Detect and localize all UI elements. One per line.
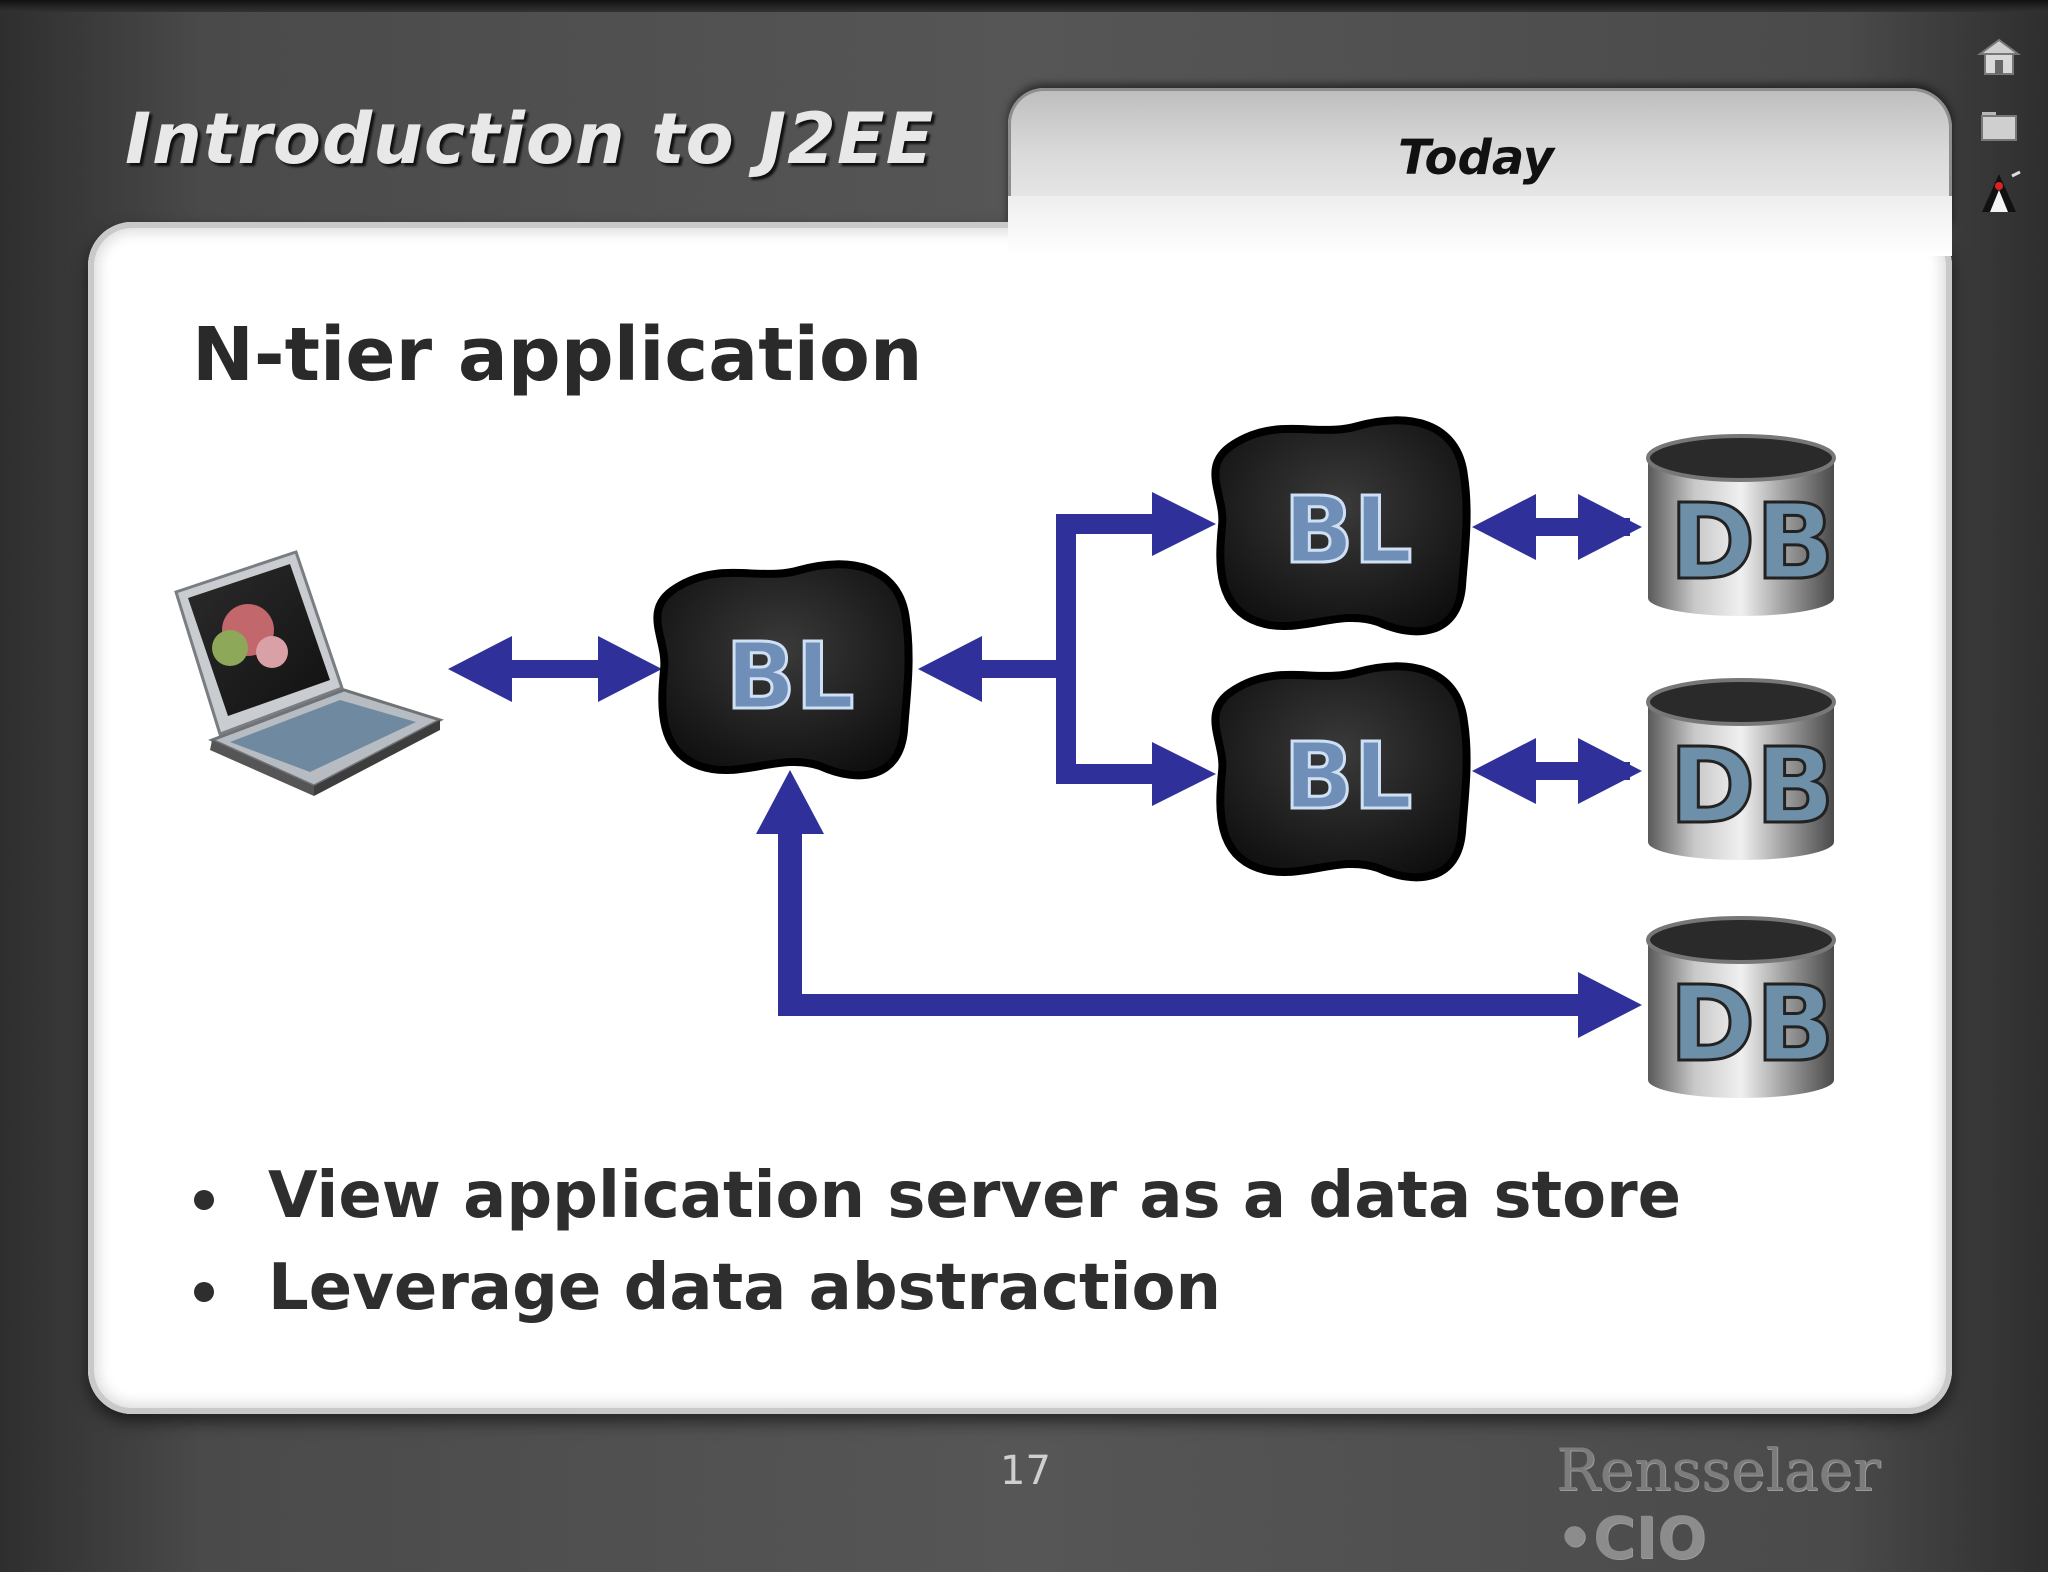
deck-title: Introduction to J2EE <box>125 98 935 180</box>
ntier-diagram: BL BL BL DB DB DB <box>174 416 1836 1098</box>
cio-wordmark: •CIO <box>1556 1504 1707 1572</box>
arrow-bl-branch <box>918 492 1216 806</box>
java-mascot-icon[interactable] <box>1976 170 2022 216</box>
arrow-client-bl <box>448 636 662 702</box>
bl-lower-label: BL <box>1284 723 1413 830</box>
laptop-icon <box>174 550 444 796</box>
arrow-bl-db3 <box>756 770 1642 1038</box>
bl-main-node: BL <box>653 560 913 780</box>
bl-upper-node: BL <box>1211 416 1471 636</box>
tab-panel-join <box>1008 196 1952 256</box>
bl-upper-label: BL <box>1284 477 1413 584</box>
bl-main-label: BL <box>726 623 855 730</box>
slide-panel <box>88 222 1952 1414</box>
section-tab-label: Today <box>1398 130 1555 186</box>
slide-heading: N-tier application <box>192 312 923 398</box>
bullet-item: Leverage data abstraction <box>190 1242 1681 1334</box>
slide-nav <box>1976 34 2022 238</box>
bullet-list: View application server as a data store … <box>190 1150 1681 1334</box>
db-3-label: DB <box>1669 963 1835 1085</box>
diagram-arrows <box>448 492 1642 1038</box>
db-1-node: DB <box>1646 434 1836 616</box>
arrow-bl-db1 <box>1472 494 1642 560</box>
page-number: 17 <box>1000 1448 1051 1494</box>
db-3-node: DB <box>1646 916 1836 1098</box>
window-top-edge <box>0 0 2048 12</box>
db-2-label: DB <box>1669 725 1835 847</box>
db-2-node: DB <box>1646 678 1836 860</box>
db-1-label: DB <box>1669 481 1835 603</box>
bullet-item: View application server as a data store <box>190 1150 1681 1242</box>
arrow-bl-db2 <box>1472 738 1642 804</box>
rensselaer-cio-logo: Rensselaer •CIO <box>1556 1436 2048 1572</box>
rensselaer-wordmark: Rensselaer <box>1556 1436 1881 1504</box>
folder-icon[interactable] <box>1976 102 2022 148</box>
bl-lower-node: BL <box>1211 662 1471 882</box>
home-icon[interactable] <box>1976 34 2022 80</box>
